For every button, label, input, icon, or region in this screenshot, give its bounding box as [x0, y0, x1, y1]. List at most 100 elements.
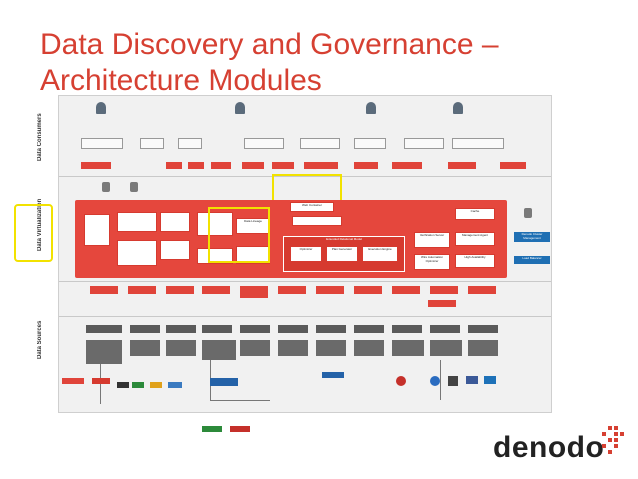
connector	[188, 162, 204, 169]
connector	[354, 162, 378, 169]
denodo-dots-icon	[602, 426, 624, 454]
source-type-box	[354, 325, 384, 333]
developer-icon	[96, 102, 106, 114]
source-desc-box	[316, 340, 346, 356]
consumer-tool	[178, 138, 202, 149]
virtualization-highlight	[14, 204, 53, 262]
connector	[392, 162, 422, 169]
connector	[448, 162, 476, 169]
source-line	[210, 400, 270, 401]
source-logo	[322, 372, 344, 378]
verification-server-box: Verification Server	[414, 232, 450, 248]
source-logo	[150, 382, 162, 388]
consumer-tool	[140, 138, 164, 149]
source-desc-box	[430, 340, 462, 356]
wrapper-box	[166, 286, 194, 294]
source-logo	[484, 376, 496, 384]
source-type-box	[392, 325, 422, 333]
denodo-logo: denodo	[493, 431, 605, 464]
database-icon	[524, 208, 532, 218]
source-desc-box	[166, 340, 196, 356]
wrapper-box	[392, 286, 420, 294]
page-title-line1: Data Discovery and Governance –	[40, 28, 499, 61]
source-type-box	[316, 325, 346, 333]
wrapper-box	[428, 300, 456, 307]
connector	[272, 162, 294, 169]
source-desc-box	[278, 340, 308, 356]
source-line	[100, 364, 101, 404]
database-icon	[102, 182, 110, 192]
module-box	[160, 240, 190, 260]
source-type-box	[468, 325, 498, 333]
data-lineage-highlight	[208, 207, 270, 263]
source-logo	[117, 382, 129, 388]
consumer-tool	[81, 138, 123, 149]
architect-icon	[366, 102, 376, 114]
source-logo	[448, 376, 458, 386]
wrapper-box	[240, 286, 268, 298]
sources-divider	[59, 281, 551, 282]
connector	[304, 162, 338, 169]
connector	[242, 162, 264, 169]
administrator-icon	[453, 102, 463, 114]
data-consumers-label: Data Consumers	[37, 113, 43, 162]
high-availability-box: High Availability	[455, 254, 495, 268]
wire-optimizer-box: Wire Automation Optimizer	[414, 254, 450, 270]
database-icon	[130, 182, 138, 192]
data-sources-label: Data Sources	[37, 320, 43, 360]
page-title-line2: Architecture Modules	[40, 64, 322, 97]
execution-engine-box: Execution Engine	[362, 246, 398, 262]
source-logo	[430, 376, 440, 386]
sources-types-divider	[59, 316, 551, 317]
data-lineage-box: Data Lineage	[236, 218, 270, 234]
source-desc-box	[354, 340, 384, 356]
wrapper-box	[316, 286, 344, 294]
source-logo	[466, 376, 478, 384]
wrapper-box	[430, 286, 458, 294]
source-desc-box	[392, 340, 424, 356]
web-container-box: Web Container	[290, 202, 334, 212]
source-logo	[62, 378, 84, 384]
module-box	[292, 216, 342, 226]
cluster-management-box: Denodo Cluster Management	[514, 232, 550, 242]
module-box	[197, 212, 233, 236]
management-agent-box: Management Agent	[455, 232, 495, 246]
load-balancer-box: Load Balancer	[514, 256, 550, 264]
source-desc-box	[468, 340, 498, 356]
connector	[500, 162, 526, 169]
source-desc-box	[86, 340, 122, 364]
consumers-divider	[59, 176, 551, 177]
erm-label: Extended Relational Model	[326, 237, 362, 241]
source-desc-box	[240, 340, 270, 356]
source-type-box	[86, 325, 122, 333]
source-logo	[202, 426, 222, 432]
connector	[166, 162, 182, 169]
source-type-box	[130, 325, 160, 333]
source-type-box	[240, 325, 270, 333]
source-type-box	[430, 325, 460, 333]
consumer-tool	[300, 138, 340, 149]
source-type-box	[202, 325, 232, 333]
cache-box: Cache	[455, 208, 495, 220]
consumer-tool	[452, 138, 504, 149]
wrapper-box	[128, 286, 156, 294]
source-logo	[210, 378, 238, 386]
wrapper-box	[278, 286, 306, 294]
connector	[211, 162, 231, 169]
source-type-box	[278, 325, 308, 333]
source-logo	[396, 376, 406, 386]
source-line	[440, 360, 441, 400]
consumer-tool	[354, 138, 386, 149]
source-logo	[92, 378, 110, 384]
wrapper-box	[468, 286, 496, 294]
source-logo	[132, 382, 144, 388]
source-desc-box	[202, 340, 236, 360]
user-icon	[235, 102, 245, 114]
plan-generator-box: Plan Generator	[326, 246, 358, 262]
source-type-box	[166, 325, 196, 333]
wrapper-box	[354, 286, 382, 294]
source-desc-box	[130, 340, 160, 356]
metadata-repository	[84, 214, 110, 246]
source-logo	[168, 382, 182, 388]
source-logo	[230, 426, 250, 432]
